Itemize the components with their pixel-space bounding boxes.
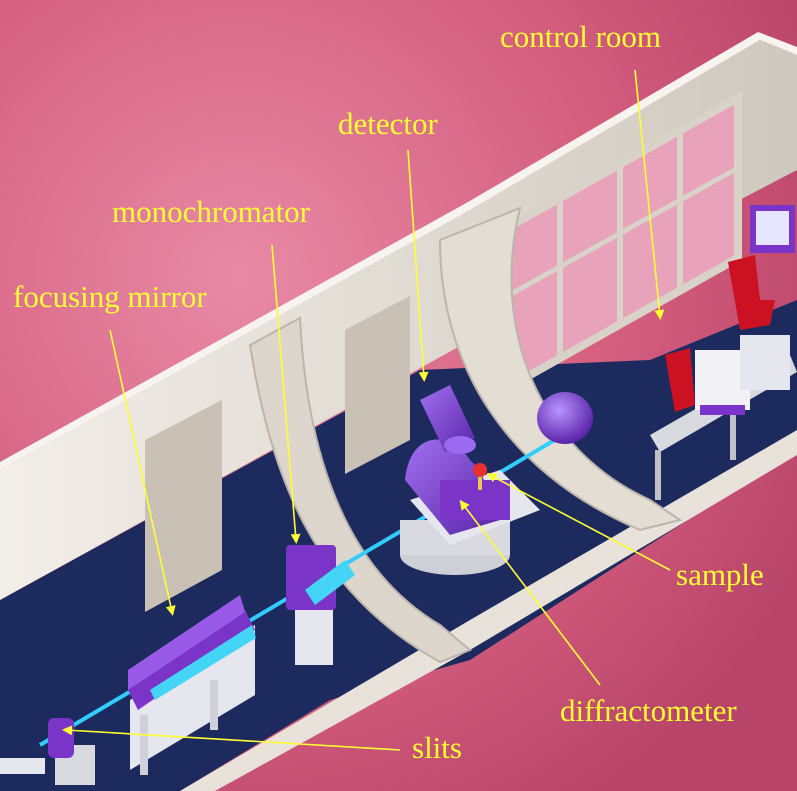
label-control-room: control room [500, 19, 661, 54]
label-arrows [62, 69, 671, 751]
partition-wall-2 [438, 206, 683, 532]
monochromator-assembly [286, 545, 355, 665]
arrow-monochromator [271, 244, 301, 544]
detector-assembly [420, 385, 476, 454]
beam-stop [537, 392, 593, 444]
arrow-focusing-mirror [109, 329, 176, 616]
label-slits: slits [412, 730, 462, 765]
label-detector: detector [338, 106, 439, 141]
focusing-mirror-assembly [128, 595, 256, 775]
arrow-diffractometer [459, 499, 601, 686]
partition-wall-1 [248, 316, 472, 664]
control-room-furniture [650, 205, 797, 500]
door-1 [145, 400, 222, 612]
arrow-slits [62, 725, 401, 751]
sample [473, 463, 487, 490]
label-sample: sample [676, 557, 764, 592]
door-2 [345, 296, 410, 474]
label-focusing-mirror: focusing mirror [13, 279, 207, 314]
arrow-control-room [634, 69, 665, 320]
label-monochromator: monochromator [112, 194, 311, 229]
arrow-detector [407, 149, 429, 382]
diffractometer-assembly [400, 439, 540, 575]
arrow-sample [486, 473, 671, 571]
label-diffractometer: diffractometer [560, 693, 737, 728]
